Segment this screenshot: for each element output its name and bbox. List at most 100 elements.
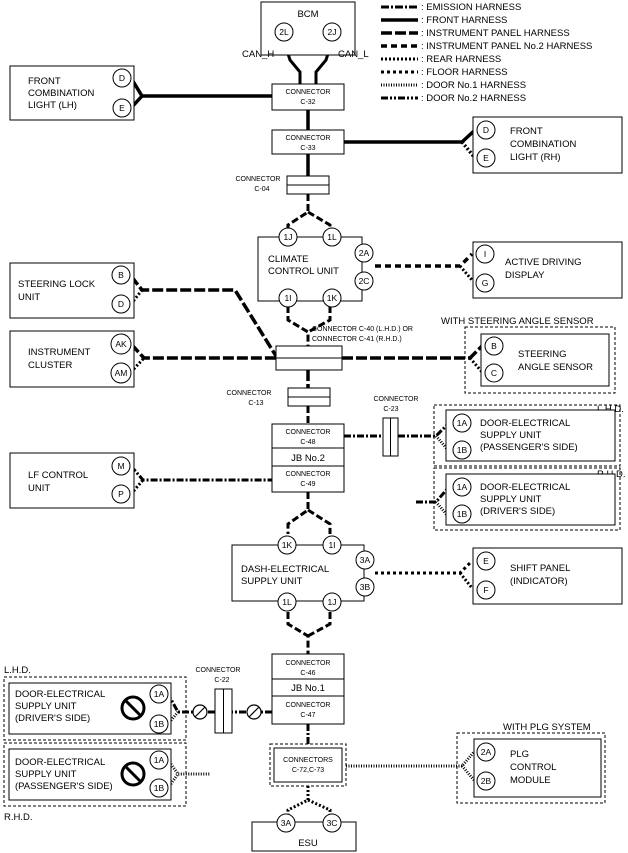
- shift-panel-line2: (INDICATOR): [510, 576, 568, 587]
- shift-panel-pin-f: F: [483, 585, 488, 595]
- steering-lock-pin-b: B: [118, 270, 124, 280]
- door-drv-top-pin-1a: 1A: [457, 482, 468, 492]
- wire-lf-control-p: [129, 479, 145, 495]
- rhd-bottom-label: R.H.D.: [4, 812, 33, 823]
- legend-label: : FLOOR HARNESS: [421, 67, 508, 78]
- door-driver-bottom: DOOR-ELECTRICAL SUPPLY UNIT (DRIVER'S SI…: [3, 676, 187, 741]
- c13-label-2: C-13: [248, 400, 263, 407]
- c49-label-1: CONNECTOR: [286, 471, 331, 478]
- dash-electrical-supply-unit: DASH-ELECTRICAL SUPPLY UNIT 1K 1I 3A 3B …: [231, 535, 375, 612]
- door-drv-bottom-line2: SUPPLY UNIT: [15, 701, 77, 712]
- legend-label: : REAR HARNESS: [421, 54, 501, 65]
- wire-c22-door-drv: [166, 693, 215, 714]
- wire-climate-c40: [286, 306, 310, 346]
- c22-label-2: C-22: [214, 677, 229, 684]
- wire-steering-lock-d: [129, 289, 144, 305]
- legend-label: : FRONT HARNESS: [421, 15, 507, 26]
- door-pass-bottom-line3: (PASSENGER'S SIDE): [15, 781, 113, 792]
- dash-line1: DASH-ELECTRICAL: [241, 564, 329, 575]
- c72-label-2: C-72,C-73: [292, 767, 324, 774]
- steering-angle-line2: ANGLE SENSOR: [518, 362, 593, 373]
- front-light-lh-line2: COMBINATION: [28, 88, 94, 99]
- c48-label-1: CONNECTOR: [286, 429, 331, 436]
- front-light-lh-pin-d: D: [119, 73, 125, 83]
- c22-label-1: CONNECTOR: [196, 667, 241, 674]
- c46-label-1: CONNECTOR: [286, 660, 331, 667]
- wire-climate-display-g: [458, 265, 474, 281]
- wire-dash-shift-f: [458, 572, 474, 589]
- plg-line3: MODULE: [510, 775, 551, 786]
- door-drv-bottom-line3: (DRIVER'S SIDE): [15, 713, 90, 724]
- front-light-lh-line3: LIGHT (LH): [28, 100, 77, 111]
- lf-control-pin-p: P: [118, 489, 124, 499]
- door-pass-bottom-line2: SUPPLY UNIT: [15, 769, 77, 780]
- wire-climate-c40-r: [307, 306, 332, 334]
- c04-label-2: C-04: [254, 186, 269, 193]
- dash-line2: SUPPLY UNIT: [241, 576, 303, 587]
- front-light-lh-pin-e: E: [119, 103, 125, 113]
- wire-front-light-rh: [344, 128, 477, 144]
- shift-panel: SHIFT PANEL (INDICATOR) E F: [472, 547, 623, 605]
- door-pass-top-pin-1b: 1B: [457, 445, 468, 455]
- dash-pin-3b: 3B: [360, 582, 371, 592]
- plg-line2: CONTROL: [510, 762, 556, 773]
- door-pass-bottom-line1: DOOR-ELECTRICAL: [15, 757, 105, 768]
- wire-c23-door-pass: [398, 422, 450, 438]
- wire-steering-lock: [129, 274, 278, 357]
- wire-c49-dash-r: [307, 508, 332, 534]
- wire-instrument-cluster: [129, 342, 276, 360]
- can-l-label: CAN_L: [338, 49, 369, 60]
- wire-c72-plg: [346, 751, 476, 768]
- esu-pin-3a: 3A: [281, 818, 292, 828]
- steering-angle-pin-c: C: [491, 368, 497, 378]
- door-pass-top-line3: (PASSENGER'S SIDE): [480, 442, 578, 453]
- active-display-pin-i: I: [484, 249, 486, 259]
- steering-lock-line1: STEERING LOCK: [18, 279, 96, 290]
- c23-label-1: CONNECTOR: [374, 396, 419, 403]
- front-light-rh: FRONT COMBINATION LIGHT (RH) D E: [472, 116, 623, 174]
- dash-pin-1l: 1L: [282, 597, 292, 607]
- steering-lock-line2: UNIT: [18, 292, 40, 303]
- steering-lock-unit: STEERING LOCK UNIT B D: [9, 262, 135, 319]
- door-pass-top-pin-1a: 1A: [457, 418, 468, 428]
- lhd-bottom-label: L.H.D.: [4, 665, 31, 676]
- lf-control-unit: LF CONTROL UNIT M P: [9, 452, 135, 509]
- front-light-rh-pin-e: E: [483, 153, 489, 163]
- plg-control-module: WITH PLG SYSTEM PLG CONTROL MODULE 2A 2B: [456, 722, 606, 804]
- c33-label-2: C-33: [300, 145, 315, 152]
- c33-label-1: CONNECTOR: [286, 135, 331, 142]
- connector-c32: CONNECTOR C-32: [271, 83, 345, 111]
- climate-pin-1i: 1I: [284, 293, 291, 303]
- wire-steering-angle: [342, 344, 484, 360]
- c32-label-2: C-32: [300, 99, 315, 106]
- door-passenger-top: DOOR-ELECTRICAL SUPPLY UNIT (PASSENGER'S…: [433, 404, 621, 467]
- wire-dash-jb1: [286, 612, 310, 654]
- c46-label-2: C-46: [300, 670, 315, 677]
- active-display-line1: ACTIVE DRIVING: [505, 257, 582, 268]
- connector-c04: CONNECTOR C-04: [236, 175, 330, 195]
- connector-c13: CONNECTOR C-13: [227, 387, 331, 407]
- dash-pin-1k: 1K: [282, 540, 293, 550]
- wire-door-drv-top: [416, 487, 450, 504]
- legend-label: : INSTRUMENT PANEL No.2 HARNESS: [421, 41, 592, 52]
- door-drv-top-pin-1b: 1B: [457, 509, 468, 519]
- front-light-lh: FRONT COMBINATION LIGHT (LH) D E: [9, 65, 135, 121]
- door-drv-bottom-line1: DOOR-ELECTRICAL: [15, 689, 105, 700]
- front-light-rh-line2: COMBINATION: [510, 139, 576, 150]
- plg-line1: PLG: [510, 749, 529, 760]
- steering-angle-sensor: WITH STEERING ANGLE SENSOR STEERING ANGL…: [441, 316, 616, 394]
- steering-angle-header: WITH STEERING ANGLE SENSOR: [441, 316, 594, 327]
- climate-pin-2a: 2A: [359, 248, 370, 258]
- jb1-label: JB No.1: [291, 683, 325, 694]
- climate-pin-2c: 2C: [359, 276, 370, 286]
- active-display-line2: DISPLAY: [505, 270, 545, 281]
- wire-climate-display: [375, 252, 474, 268]
- esu-pin-3c: 3C: [327, 818, 338, 828]
- wire-steering-angle-c: [468, 357, 484, 373]
- front-light-rh-pin-d: D: [483, 125, 489, 135]
- c23-label-2: C-23: [383, 406, 398, 413]
- active-driving-display: ACTIVE DRIVING DISPLAY I G: [472, 241, 623, 299]
- active-display-pin-g: G: [482, 278, 489, 288]
- climate-line2: CONTROL UNIT: [268, 266, 339, 277]
